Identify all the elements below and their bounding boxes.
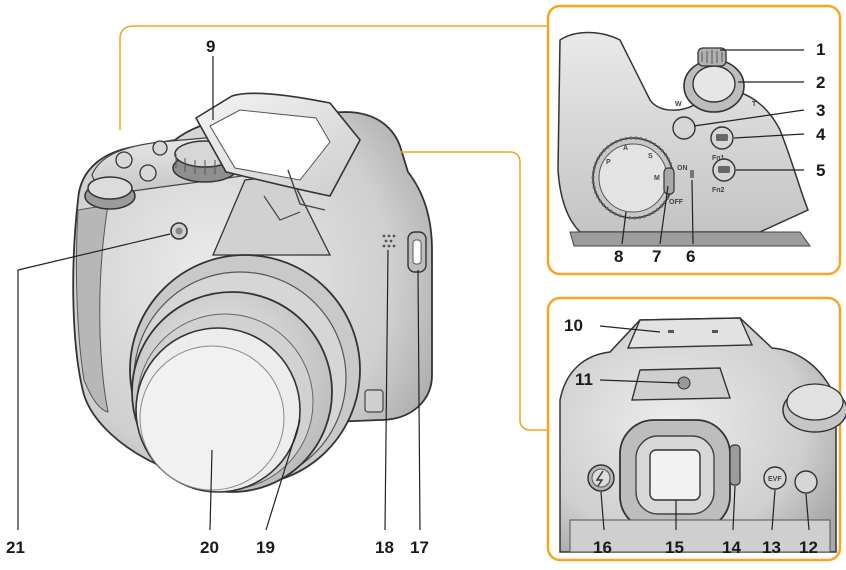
printed-fn1: Fn1 bbox=[712, 155, 725, 162]
callout-21: 21 bbox=[6, 538, 25, 557]
power-switch bbox=[663, 167, 675, 195]
evf-button: EVF bbox=[763, 466, 787, 490]
printed-t: T bbox=[752, 101, 757, 108]
callout-5: 5 bbox=[816, 161, 825, 180]
printed-fn2: Fn2 bbox=[712, 187, 725, 194]
callout-3: 3 bbox=[816, 101, 825, 120]
shutter-dial bbox=[84, 176, 136, 210]
inset-rear-view: EVF bbox=[546, 296, 846, 562]
callout-2: 2 bbox=[816, 73, 825, 92]
top-button-a bbox=[115, 151, 133, 169]
grip bbox=[75, 204, 109, 413]
printed-w: W bbox=[675, 101, 682, 108]
fn2-button bbox=[712, 158, 736, 182]
callout-1: 1 bbox=[816, 40, 825, 59]
callout-9: 9 bbox=[206, 37, 215, 56]
printed-dial-p: P bbox=[606, 159, 611, 166]
callout-8: 8 bbox=[614, 247, 623, 266]
printed-off: OFF bbox=[669, 199, 684, 206]
callout-10: 10 bbox=[564, 316, 583, 335]
inset-top-controls: W T Fn1 Fn2 ON OFF S A P M bbox=[546, 4, 842, 276]
status-indicator bbox=[690, 170, 694, 178]
printed-dial-m: M bbox=[654, 175, 660, 182]
rear-flash-top bbox=[626, 317, 754, 349]
callout-17: 17 bbox=[410, 538, 429, 557]
inset-button-3 bbox=[672, 116, 696, 140]
shutter-button-assembly bbox=[683, 47, 745, 113]
popup-flash bbox=[194, 92, 361, 256]
af-ae-lock-button bbox=[794, 470, 818, 494]
top-button-b bbox=[139, 164, 157, 182]
callout-13: 13 bbox=[762, 538, 781, 557]
pointer-lines bbox=[17, 49, 810, 531]
callout-6: 6 bbox=[686, 247, 695, 266]
microphone-holes bbox=[382, 234, 396, 248]
callout-12: 12 bbox=[799, 538, 818, 557]
callout-16: 16 bbox=[593, 538, 612, 557]
rear-mode-dial bbox=[782, 383, 846, 433]
strap-eyelet bbox=[407, 231, 427, 273]
callout-numbers: 1 2 3 4 5 6 7 8 9 10 11 12 13 14 15 16 1… bbox=[6, 37, 826, 557]
lens-barrel bbox=[129, 254, 361, 493]
fn1-button bbox=[710, 126, 734, 150]
printed-evf: EVF bbox=[768, 476, 782, 483]
callout-19: 19 bbox=[256, 538, 275, 557]
callout-7: 7 bbox=[652, 247, 661, 266]
flash-open-button bbox=[587, 464, 615, 492]
printed-dial-s: S bbox=[648, 153, 653, 160]
inset-mode-dial bbox=[591, 136, 675, 220]
callout-15: 15 bbox=[665, 538, 684, 557]
side-terminal-door bbox=[364, 389, 384, 413]
callout-18: 18 bbox=[375, 538, 394, 557]
printed-on: ON bbox=[677, 165, 688, 172]
callout-20: 20 bbox=[200, 538, 219, 557]
leader-lines bbox=[119, 25, 548, 431]
camera-front-view bbox=[72, 92, 433, 493]
diopter-wheel bbox=[729, 444, 741, 486]
callout-4: 4 bbox=[816, 125, 826, 144]
viewfinder-eyecup bbox=[619, 419, 731, 531]
top-button-c bbox=[152, 140, 168, 156]
callout-14: 14 bbox=[722, 538, 741, 557]
printed-dial-a: A bbox=[623, 145, 628, 152]
callout-11: 11 bbox=[575, 370, 593, 389]
